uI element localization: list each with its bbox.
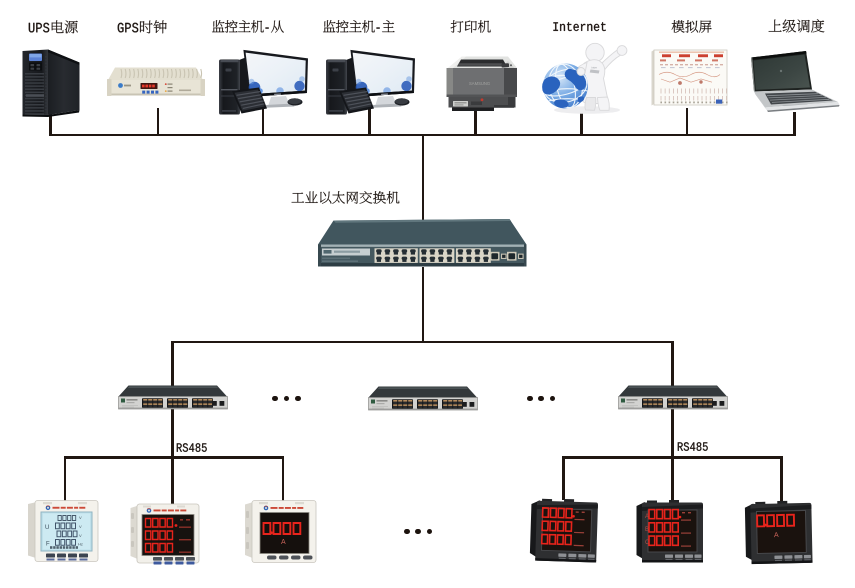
svg-text:B: B xyxy=(645,527,649,533)
svg-text:F: F xyxy=(46,542,50,548)
svg-text:A: A xyxy=(281,539,286,546)
svg-text:V: V xyxy=(79,524,82,529)
svg-text:inter: inter xyxy=(592,66,598,70)
svg-text:A: A xyxy=(645,514,649,520)
svg-text:U: U xyxy=(45,525,49,531)
svg-text:V: V xyxy=(79,515,82,520)
svg-text:V: V xyxy=(79,533,82,538)
svg-text:Hz: Hz xyxy=(78,542,83,547)
svg-text:A: A xyxy=(774,532,779,539)
svg-text:SAMSUNG: SAMSUNG xyxy=(469,81,490,86)
svg-text:C: C xyxy=(645,540,650,546)
